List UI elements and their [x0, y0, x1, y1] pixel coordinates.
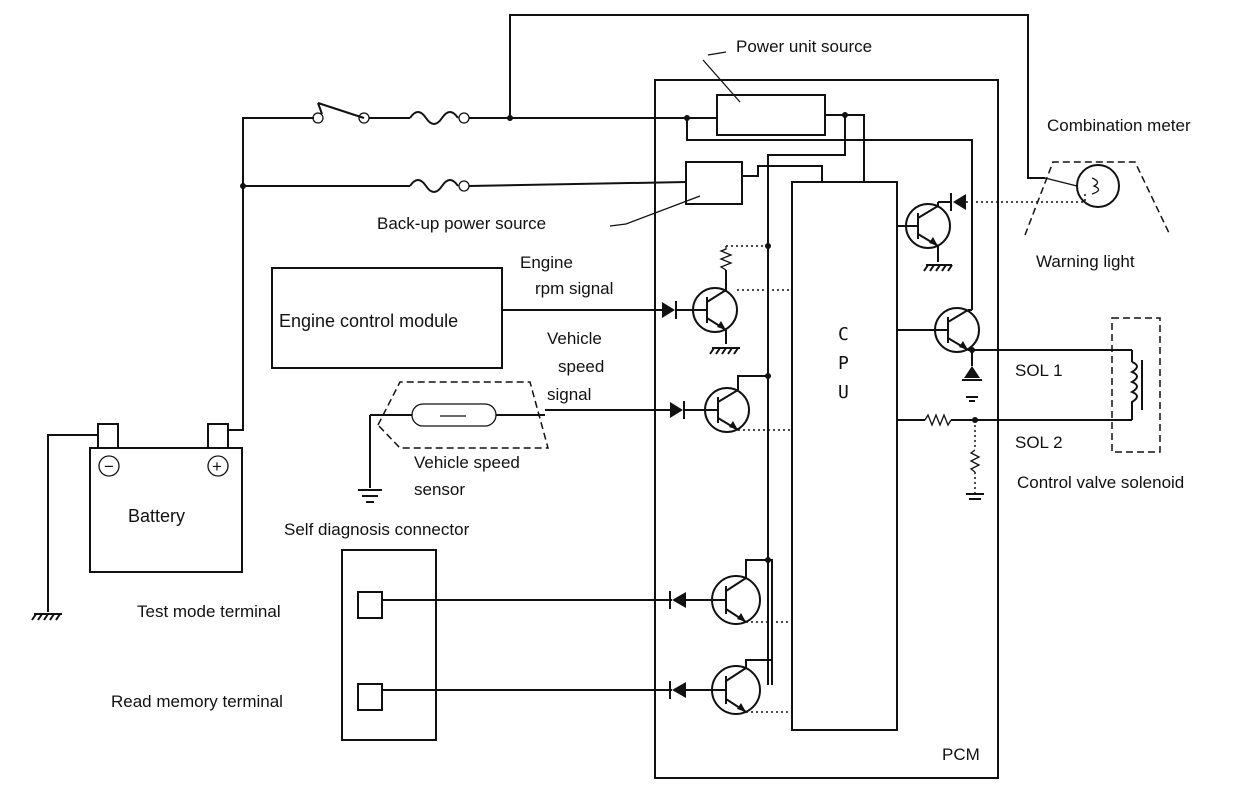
engine-rpm-signal-label-2: rpm signal	[535, 279, 613, 298]
self-diagnosis-connector-box	[341, 549, 437, 741]
vehicle-speed-signal-label-2: speed	[558, 357, 604, 376]
pcm-enclosure	[654, 79, 999, 779]
rpm-diode-icon	[662, 301, 677, 319]
battery-label: Battery	[128, 506, 185, 526]
read-memory-terminal-pin	[357, 683, 383, 711]
rpm-pullup-resistor-icon	[719, 246, 733, 271]
battery-positive-label: +	[212, 457, 222, 476]
sol1-transistor-icon	[934, 307, 980, 353]
vehicle-speed-sensor-icon	[358, 381, 549, 503]
battery-icon	[31, 423, 243, 621]
sol2-resistor-down-icon	[969, 449, 981, 473]
backup-power-source-box	[685, 161, 743, 205]
rpm-ground-icon	[709, 347, 740, 355]
sol1-zener-diode-icon	[962, 366, 982, 381]
cpu-letter-c: C	[838, 324, 849, 345]
pcm-label: PCM	[942, 745, 980, 764]
backup-fuse-icon	[409, 179, 470, 193]
self-diagnosis-connector-label: Self diagnosis connector	[284, 520, 470, 539]
speed-diode-icon	[670, 401, 685, 419]
ig-switch-icon	[312, 102, 370, 124]
cpu-box	[791, 181, 898, 731]
cpu-letter-p: P	[838, 353, 849, 374]
warning-light-transistor-icon	[897, 203, 951, 249]
test-mode-terminal-pin	[357, 591, 383, 619]
vehicle-speed-sensor-label-1: Vehicle speed	[414, 453, 520, 472]
read-memory-terminal-label: Read memory terminal	[111, 692, 283, 711]
warning-light-label: Warning light	[1036, 252, 1135, 271]
read-memory-diode-icon	[669, 681, 686, 699]
power-supply-wiring	[232, 14, 1045, 431]
backup-power-source-label: Back-up power source	[377, 214, 546, 233]
test-mode-transistor-icon	[708, 575, 761, 625]
cpu-letter-u: U	[838, 382, 849, 403]
sol2-resistor-icon	[924, 413, 952, 427]
power-unit-source-label: Power unit source	[736, 37, 872, 56]
test-mode-terminal-label: Test mode terminal	[137, 602, 281, 621]
warning-diode-icon	[950, 193, 966, 211]
vehicle-speed-sensor-label-2: sensor	[414, 480, 465, 499]
pcm-internal-wiring	[684, 112, 973, 685]
power-unit-source-box	[716, 94, 826, 136]
engine-rpm-signal-label-1: Engine	[520, 253, 573, 272]
rpm-transistor-icon	[692, 287, 738, 333]
test-mode-diode-icon	[669, 591, 686, 609]
battery-negative-label: −	[104, 457, 114, 476]
control-valve-solenoid-icon	[1111, 317, 1161, 453]
sol1-label: SOL 1	[1015, 361, 1063, 380]
warning-ground-icon	[923, 264, 953, 272]
control-valve-solenoid-label: Control valve solenoid	[1017, 473, 1184, 492]
read-memory-transistor-icon	[708, 665, 761, 715]
engine-control-module-box	[271, 267, 503, 369]
fuse-icon	[409, 111, 470, 125]
speed-transistor-icon	[704, 387, 750, 433]
combination-meter-icon	[1024, 161, 1171, 236]
engine-control-module-label: Engine control module	[279, 311, 458, 331]
vehicle-speed-signal-label-3: signal	[547, 385, 591, 404]
sol2-label: SOL 2	[1015, 433, 1063, 452]
vehicle-speed-signal-label-1: Vehicle	[547, 329, 602, 348]
combination-meter-label: Combination meter	[1047, 116, 1191, 135]
